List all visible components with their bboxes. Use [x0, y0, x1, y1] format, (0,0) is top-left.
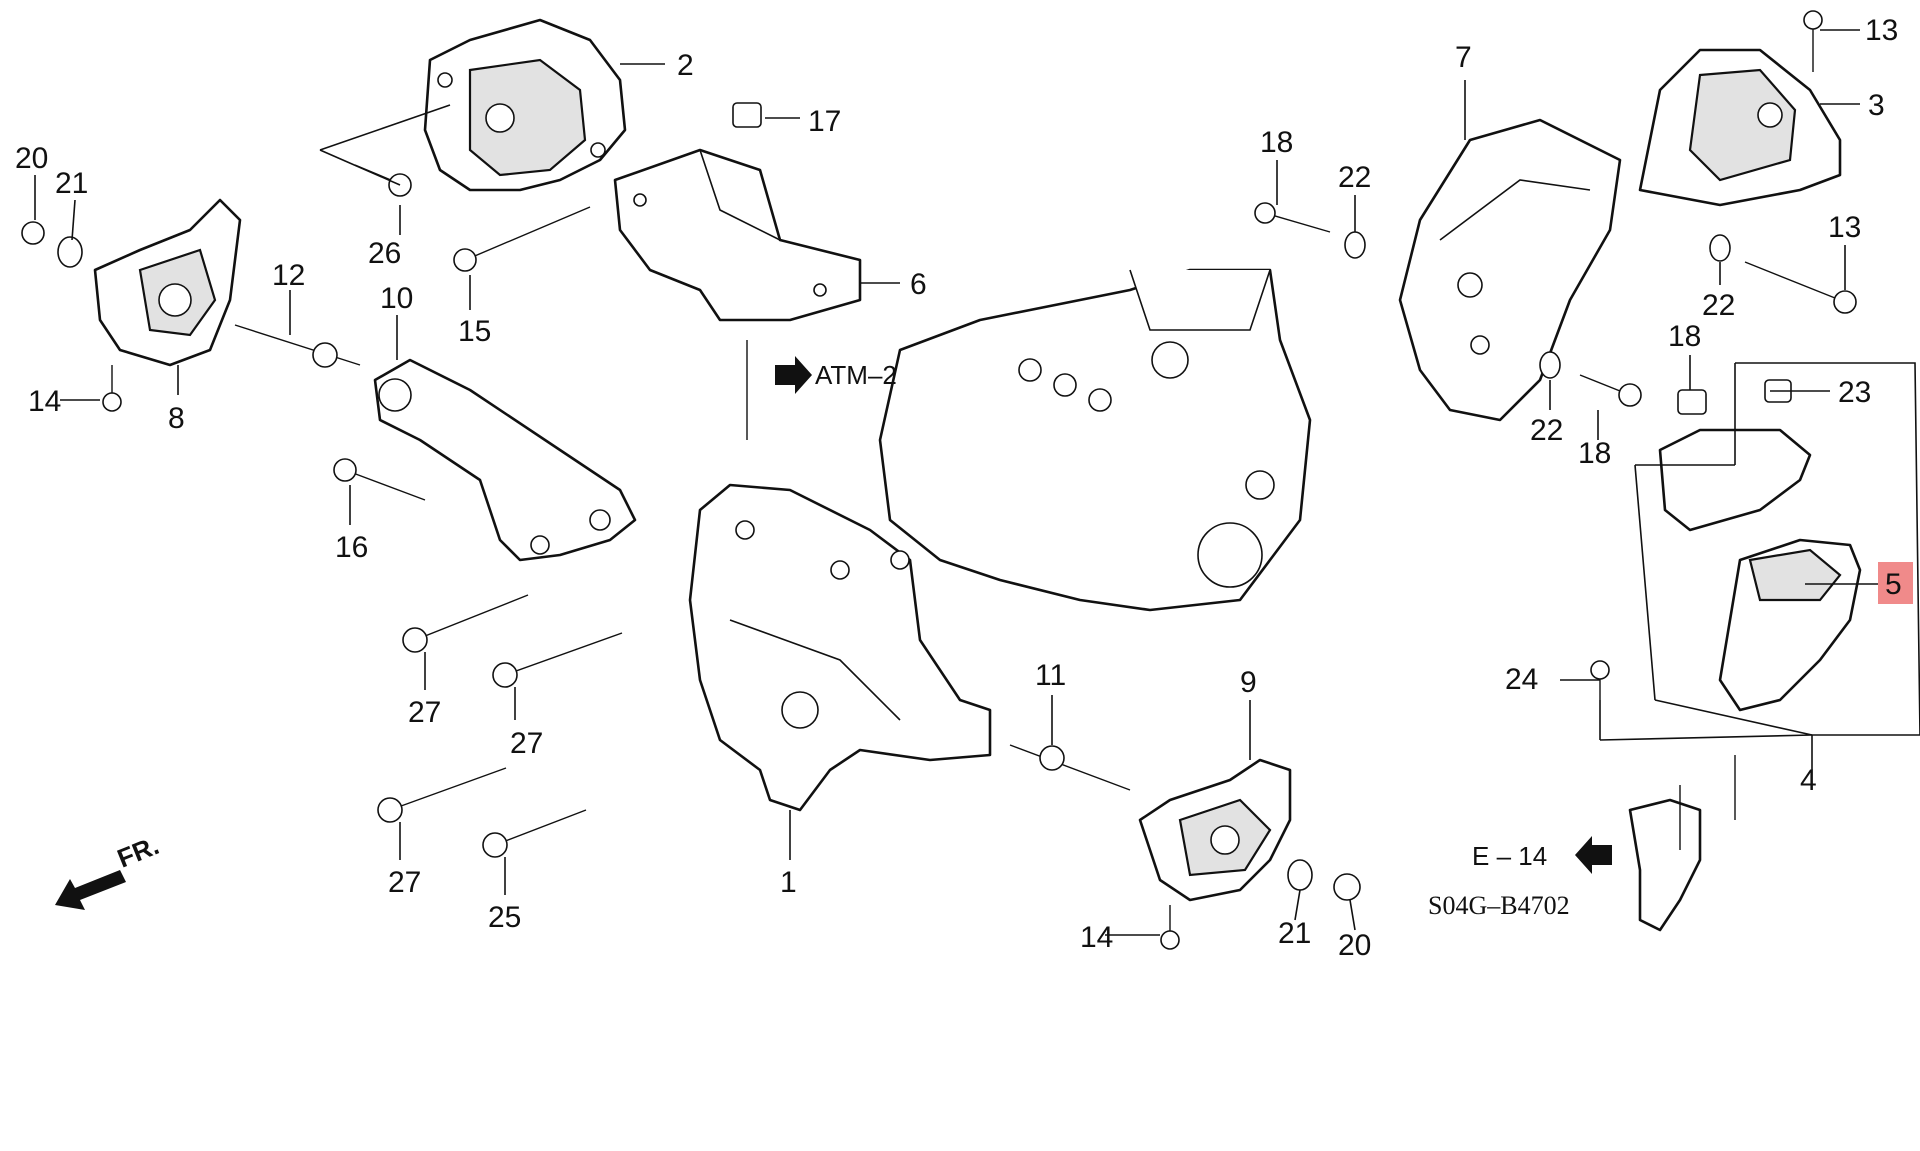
callout-11: 11 [1035, 659, 1066, 692]
part-1-drawing [688, 483, 992, 812]
callout-14: 14 [28, 385, 61, 418]
part-4-drawing [1628, 798, 1702, 932]
callout-12: 12 [272, 259, 305, 292]
callout-19: 18 [1668, 320, 1701, 353]
callout-10: 10 [380, 282, 413, 315]
part-9-drawing [1138, 758, 1292, 902]
callout-2: 2 [677, 49, 694, 82]
part-7-drawing [1398, 118, 1622, 422]
callout-23: 23 [1838, 376, 1871, 409]
atm-reference: ATM–2 [815, 360, 897, 390]
part-2-drawing [423, 18, 627, 192]
e14-reference: E – 14 [1472, 841, 1547, 871]
callout-18: 18 [1260, 126, 1293, 159]
callout-8: 8 [168, 402, 185, 435]
callout-17: 16 [335, 531, 368, 564]
callout-21: 21 [1278, 917, 1311, 950]
callout-7: 7 [1455, 41, 1472, 74]
callout-5: 5 [1885, 568, 1902, 601]
part-8-drawing [93, 198, 242, 367]
callout-4: 4 [1800, 764, 1817, 797]
callout-1: 1 [780, 866, 797, 899]
callout-20: 20 [1338, 929, 1371, 962]
callout-25: 25 [488, 901, 521, 934]
part-10-drawing [373, 358, 637, 562]
callout-26: 26 [368, 237, 401, 270]
callout-24: 24 [1505, 663, 1538, 696]
callout-3: 3 [1868, 89, 1885, 122]
part-5-drawing [1658, 428, 1862, 712]
callout-5-highlight [1878, 562, 1913, 604]
atm-arrow-icon [775, 356, 812, 394]
callout-22: 22 [1702, 289, 1735, 322]
callout-14: 14 [1080, 921, 1113, 954]
callout-27: 27 [388, 866, 421, 899]
part-3-drawing [1638, 48, 1842, 207]
callout-16: 15 [458, 315, 491, 348]
front-arrow-icon [55, 870, 126, 910]
reference-arrows [55, 356, 1612, 910]
callout-15: 13 [1865, 14, 1898, 47]
part-6-drawing [613, 148, 862, 322]
callout-6: 6 [910, 268, 927, 301]
fasteners [21, 10, 1857, 950]
leader-lines [34, 29, 1920, 936]
callout-labels: 2 17 6 20 21 8 14 12 10 26 15 16 27 27 2… [15, 14, 1902, 962]
front-direction-label: FR. [113, 830, 163, 874]
callout-18: 18 [1578, 437, 1611, 470]
callout-21: 21 [55, 167, 88, 200]
callout-22: 22 [1338, 161, 1371, 194]
drawing-code: S04G–B4702 [1428, 891, 1570, 920]
engine-block-drawing [878, 268, 1312, 612]
callout-19: 17 [808, 105, 841, 138]
callout-27: 27 [408, 696, 441, 729]
e14-arrow-icon [1575, 836, 1612, 874]
callout-20: 20 [15, 142, 48, 175]
callout-27: 27 [510, 727, 543, 760]
callout-9: 9 [1240, 666, 1257, 699]
callout-13: 13 [1828, 211, 1861, 244]
callout-22: 22 [1530, 414, 1563, 447]
